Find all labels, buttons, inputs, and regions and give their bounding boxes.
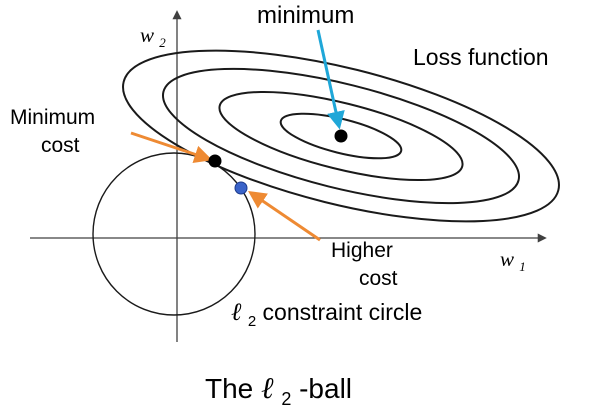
constraint-text: constraint circle bbox=[263, 299, 423, 325]
w2-axis-label: w 2 bbox=[140, 23, 166, 50]
w2-subscript: 2 bbox=[159, 35, 166, 50]
caption-ell-symbol: ℓ bbox=[261, 371, 274, 406]
higher-cost-arrow bbox=[248, 190, 321, 242]
minimum-cost-line1: Minimum bbox=[10, 106, 95, 129]
w2-letter: w bbox=[140, 23, 154, 47]
constraint-ell-symbol: ℓ bbox=[231, 297, 242, 326]
loss-contour-3 bbox=[161, 67, 521, 205]
higher-cost-label: Higher cost bbox=[331, 239, 399, 290]
higher-cost-line1: Higher bbox=[331, 239, 393, 262]
caption-suffix: -ball bbox=[299, 373, 352, 404]
minimum-arrow bbox=[316, 29, 345, 130]
loss-contour-outer bbox=[122, 49, 560, 223]
w1-axis-label: w 1 bbox=[500, 247, 526, 274]
minimum-cost-line2: cost bbox=[41, 134, 80, 157]
w1-subscript: 1 bbox=[519, 259, 526, 274]
higher-cost-line2: cost bbox=[359, 267, 398, 290]
constraint-subscript: 2 bbox=[248, 313, 256, 330]
minimum-cost-point bbox=[208, 154, 222, 168]
caption-prefix: The bbox=[205, 373, 261, 404]
minimum-label: minimum bbox=[257, 2, 354, 29]
loss-function-label: Loss function bbox=[413, 44, 549, 70]
l2-constraint-circle bbox=[92, 152, 256, 316]
minimum-cost-label: Minimum cost bbox=[10, 106, 101, 157]
constraint-circle-label: ℓ 2 constraint circle bbox=[231, 297, 422, 331]
caption-subscript: 2 bbox=[281, 389, 291, 409]
w1-letter: w bbox=[500, 247, 514, 271]
loss-contour-inner bbox=[279, 112, 403, 160]
loss-minimum-point bbox=[334, 129, 348, 143]
caption: The ℓ 2 -ball bbox=[205, 371, 352, 411]
minimum-cost-arrow bbox=[130, 131, 213, 163]
higher-cost-point bbox=[234, 181, 248, 195]
